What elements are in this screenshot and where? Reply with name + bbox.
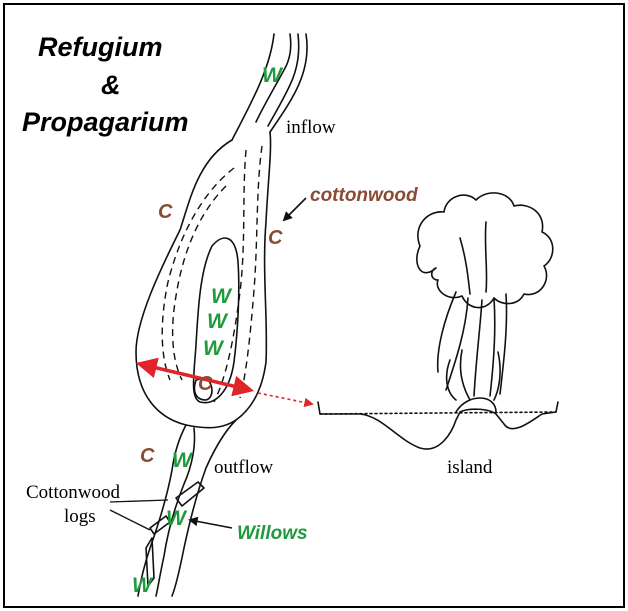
willow-marker: W — [207, 310, 229, 333]
cottonwood-logs-label-line-1: Cottonwood — [26, 482, 120, 503]
inflow-label: inflow — [286, 117, 336, 138]
cottonwood-marker: C — [198, 373, 213, 395]
cottonwood-marker: C — [268, 227, 283, 249]
cottonwood-marker: C — [140, 445, 155, 467]
willow-marker: W — [262, 64, 284, 87]
outflow-label: outflow — [214, 457, 273, 478]
willow-marker: W — [172, 449, 194, 472]
frame-border — [4, 4, 624, 607]
willow-marker: W — [203, 337, 225, 360]
title-line-2: & — [101, 70, 121, 100]
cottonwood-callout: cottonwood — [310, 185, 418, 206]
willow-marker: W — [132, 574, 154, 597]
willow-marker: W — [211, 285, 233, 308]
cottonwood-logs-label-line-2: logs — [64, 506, 96, 527]
cottonwood-marker: C — [158, 201, 173, 223]
willows-callout: Willows — [237, 523, 308, 544]
title-line-3: Propagarium — [22, 107, 189, 137]
willow-marker: W — [166, 507, 188, 530]
title-line-1: Refugium — [38, 32, 163, 62]
island-label: island — [447, 457, 493, 478]
